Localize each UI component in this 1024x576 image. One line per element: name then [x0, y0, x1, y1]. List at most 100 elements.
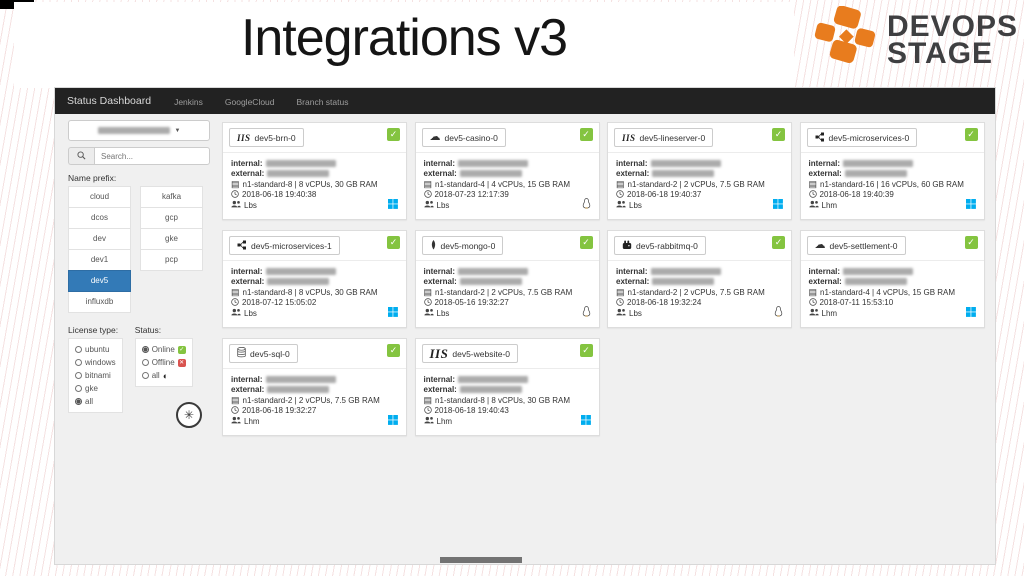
server-card-dev5-microservices-1: dev5-microservices-1 ✓ internal: externa…: [222, 230, 407, 328]
created-timestamp: 2018-07-12 15:05:02: [242, 298, 317, 308]
internal-ip-row: internal:: [231, 158, 398, 169]
linux-tux-icon: [582, 306, 591, 319]
license-option-bitnami[interactable]: bitnami: [75, 369, 116, 382]
machine-type-icon: ▤: [423, 394, 433, 405]
card-body: internal: external: ▤n1-standard-8 | 8 v…: [416, 369, 599, 432]
license-option-windows[interactable]: windows: [75, 356, 116, 369]
clock-icon: [808, 298, 817, 308]
prefix-button-gke[interactable]: gke: [140, 228, 203, 250]
project-dropdown[interactable]: ▼: [68, 120, 210, 141]
clock-icon: [808, 190, 817, 200]
instance-name-button[interactable]: ☁dev5-casino-0: [421, 128, 506, 147]
external-ip-row: external:: [231, 385, 398, 396]
prefix-button-pcp[interactable]: pcp: [140, 249, 203, 271]
nav-item-branch-status[interactable]: Branch status: [296, 97, 349, 107]
internal-ip-row: internal:: [809, 266, 976, 277]
license-option-gke[interactable]: gke: [75, 382, 116, 395]
owner-name: Lhm: [821, 308, 838, 318]
owner-name: Lbs: [244, 200, 257, 210]
cropped-footer-fragment: [440, 557, 522, 563]
prefix-button-kafka[interactable]: kafka: [140, 186, 203, 208]
license-radio-bitnami[interactable]: [75, 372, 82, 379]
search-input[interactable]: [94, 147, 210, 165]
status-radio-all[interactable]: [141, 372, 149, 379]
prefix-button-dev5[interactable]: dev5: [68, 270, 131, 292]
empire-emblem-icon[interactable]: ✳: [176, 402, 202, 428]
status-ok-badge: ✓: [964, 128, 978, 141]
prefix-button-dcos[interactable]: dcos: [68, 207, 131, 229]
instance-name-button[interactable]: dev5-sql-0: [229, 344, 298, 363]
external-label: external:: [231, 277, 265, 287]
license-radio-ubuntu[interactable]: [75, 346, 82, 353]
license-option-all[interactable]: all: [75, 395, 116, 408]
microservices-icon: [237, 240, 247, 252]
search-icon: [77, 147, 86, 165]
license-radio-windows[interactable]: [75, 359, 82, 366]
status-option-offline[interactable]: Offline ✕: [141, 356, 186, 369]
windows-os-icon: [388, 415, 398, 427]
os-indicator: [580, 415, 591, 427]
created-timestamp: 2018-06-18 19:40:38: [242, 190, 317, 200]
machine-type-icon: ▤: [808, 286, 818, 297]
status-radio-offline[interactable]: [141, 359, 149, 366]
instance-name-button[interactable]: dev5-mongo-0: [421, 236, 504, 255]
card-body: internal: external: ▤n1-standard-8 | 8 v…: [223, 261, 406, 324]
prefix-button-dev1[interactable]: dev1: [68, 249, 131, 271]
cloud-icon: ☁: [814, 239, 826, 251]
nav-item-jenkins[interactable]: Jenkins: [174, 97, 203, 107]
external-ip-row: external:: [616, 169, 783, 180]
status-option-online[interactable]: Online ✓: [141, 343, 186, 356]
instance-name: dev5-brn-0: [254, 132, 296, 143]
prefix-button-influxdb[interactable]: influxdb: [68, 291, 131, 313]
owner-name: Lbs: [629, 308, 642, 318]
nav-item-googlecloud[interactable]: GoogleCloud: [224, 97, 275, 107]
instance-name: dev5-mongo-0: [440, 240, 496, 251]
windows-os-icon: [580, 415, 591, 427]
status-radio-online[interactable]: [141, 346, 149, 353]
search-button[interactable]: [68, 147, 94, 165]
license-radio-all[interactable]: [75, 398, 82, 405]
mongodb-leaf-icon: [430, 239, 437, 252]
users-icon: [616, 308, 626, 318]
server-card-dev5-casino-0: ☁dev5-casino-0 ✓ internal: external: ▤n1…: [414, 122, 600, 220]
instance-name-button[interactable]: ☁dev5-settlement-0: [806, 236, 906, 255]
instance-name-button[interactable]: dev5-microservices-1: [229, 236, 340, 255]
created-row: 2018-06-18 19:40:43: [423, 406, 591, 417]
license-option-label: all: [85, 397, 94, 406]
prefix-button-dev[interactable]: dev: [68, 228, 131, 250]
redacted-external-ip: [459, 278, 522, 286]
machine-type-icon: ▤: [616, 286, 625, 297]
owner-name: Lhm: [821, 200, 838, 210]
external-ip-row: external:: [424, 277, 591, 288]
windows-os-icon: [965, 199, 976, 211]
external-ip-row: external:: [616, 277, 783, 288]
redacted-internal-ip: [843, 159, 914, 167]
owner-name: Lbs: [244, 308, 257, 318]
prefix-button-cloud[interactable]: cloud: [68, 186, 131, 208]
created-row: 2018-07-12 15:05:02: [231, 298, 398, 309]
external-ip-row: external:: [231, 277, 398, 288]
machine-spec: n1-standard-2 | 2 vCPUs, 7.5 GB RAM: [627, 287, 765, 297]
users-icon: [808, 308, 819, 318]
created-row: 2018-07-23 12:17:39: [423, 190, 591, 201]
status-option-all[interactable]: all ◐: [141, 369, 186, 382]
navbar-links: Jenkins GoogleCloud Branch status: [163, 92, 359, 110]
license-option-ubuntu[interactable]: ubuntu: [75, 343, 116, 356]
navbar-brand[interactable]: Status Dashboard: [67, 95, 152, 107]
machine-spec-row: ▤n1-standard-2 | 2 vCPUs, 7.5 GB RAM: [231, 395, 398, 406]
card-body: internal: external: ▤n1-standard-2 | 2 v…: [416, 261, 599, 324]
server-card-dev5-rabbitmq-0: dev5-rabbitmq-0 ✓ internal: external: ▤n…: [607, 230, 792, 328]
instance-name-button[interactable]: dev5-microservices-0: [806, 128, 918, 147]
users-icon: [231, 200, 241, 210]
users-icon: [423, 200, 434, 210]
title-panel: Integrations v3: [14, 2, 794, 88]
owner-row: Lhm: [231, 416, 398, 427]
instance-name-button[interactable]: dev5-rabbitmq-0: [614, 236, 706, 255]
license-radio-gke[interactable]: [75, 385, 82, 392]
external-label: external:: [423, 277, 457, 287]
prefix-button-gcp[interactable]: gcp: [140, 207, 203, 229]
